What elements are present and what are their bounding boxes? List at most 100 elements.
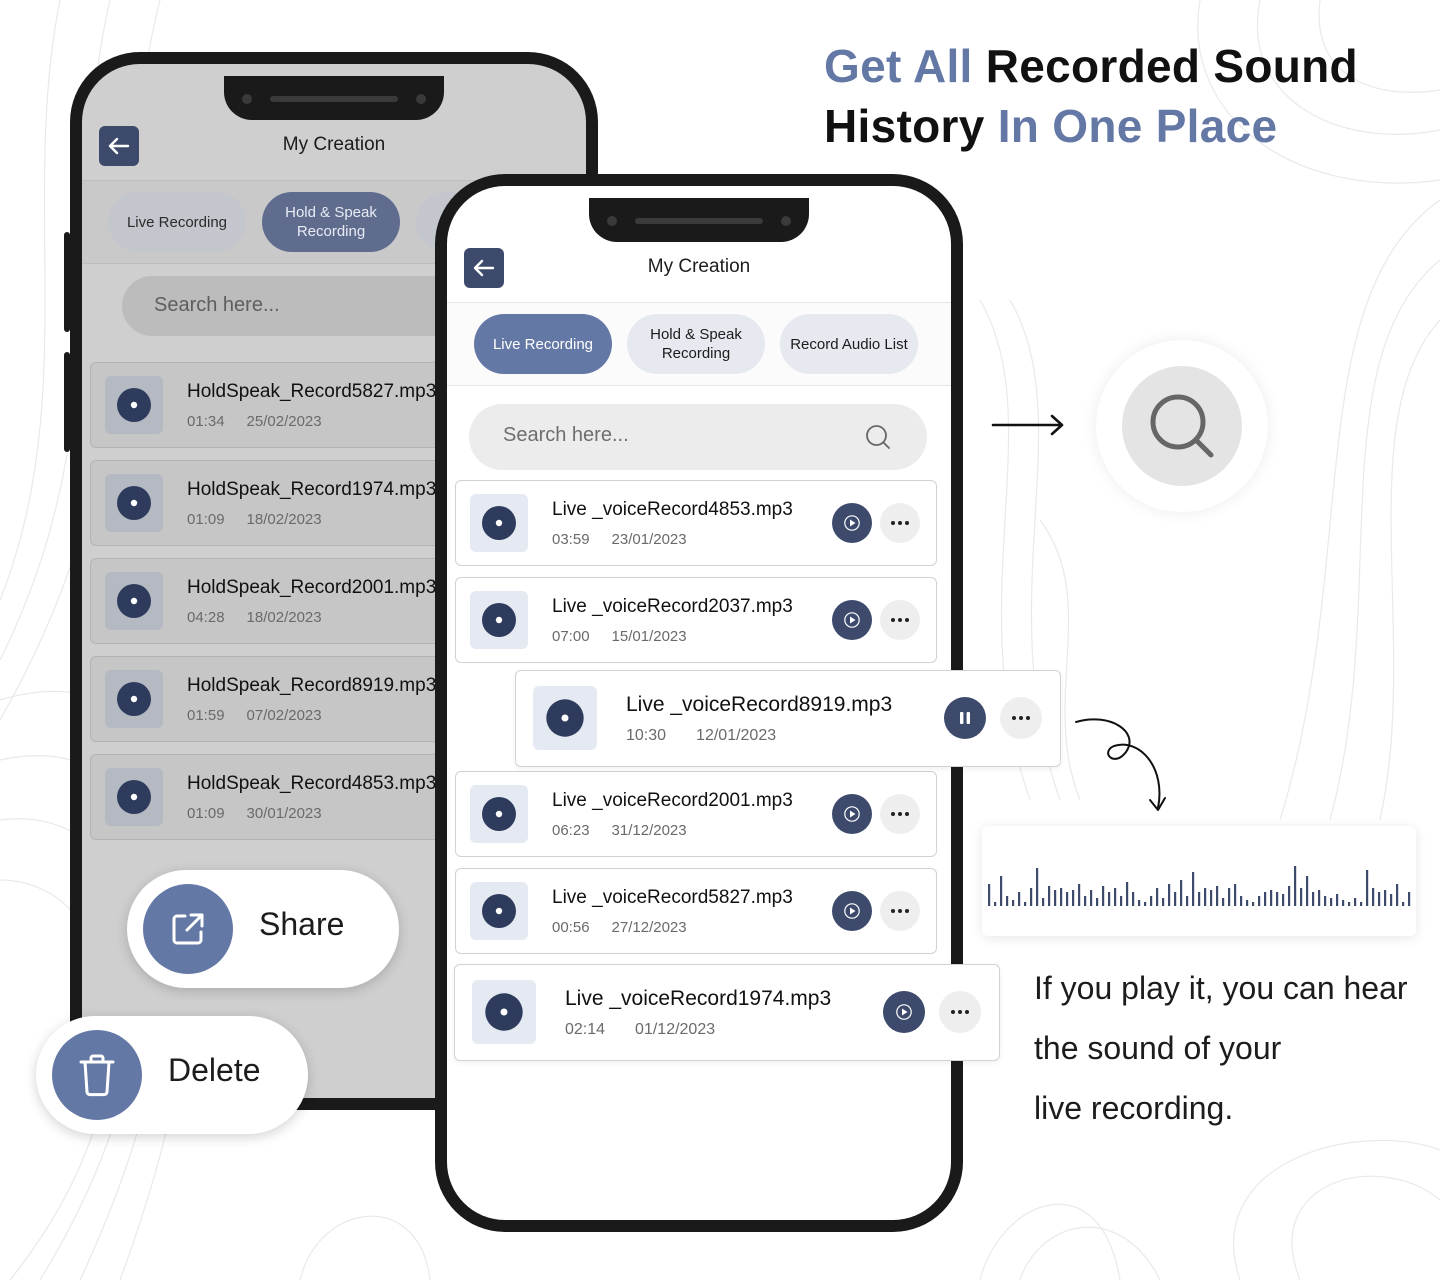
list-item[interactable]: Live _voiceRecord2001.mp3 06:23 31/12/202… <box>455 771 937 857</box>
item-name: Live _voiceRecord2001.mp3 <box>552 790 793 811</box>
more-dots-icon <box>891 618 909 622</box>
play-icon <box>844 903 860 919</box>
waveform-bar <box>1222 898 1225 906</box>
item-date: 07/02/2023 <box>246 707 322 724</box>
item-duration: 02:14 <box>565 1021 606 1038</box>
waveform-bar <box>1240 896 1243 906</box>
item-name: HoldSpeak_Record4853.mp3 <box>187 773 437 794</box>
record-disc-icon <box>105 376 163 434</box>
record-disc-icon <box>470 591 528 649</box>
waveform-bar <box>1252 902 1255 906</box>
item-duration: 00:56 <box>552 919 590 936</box>
waveform-bar <box>1138 900 1141 906</box>
app-header: My Creation <box>447 240 951 304</box>
phone-side-button <box>64 232 70 332</box>
more-options-button[interactable] <box>939 991 981 1033</box>
item-duration: 01:09 <box>187 511 225 528</box>
waveform-bar <box>1108 892 1111 906</box>
delete-label: Delete <box>168 1052 261 1088</box>
more-options-button[interactable] <box>880 794 920 834</box>
tab-live-recording[interactable]: Live Recording <box>108 192 246 252</box>
waveform-bar <box>1054 890 1057 906</box>
more-dots-icon <box>951 1010 969 1014</box>
app-header: My Creation <box>82 118 586 182</box>
search-icon <box>1150 394 1214 458</box>
item-name: HoldSpeak_Record1974.mp3 <box>187 479 437 500</box>
search-input[interactable]: Search here... <box>469 404 927 470</box>
play-button[interactable] <box>883 991 925 1033</box>
waveform-bar <box>1006 896 1009 906</box>
search-icon[interactable] <box>865 424 891 450</box>
headline-text-1: Recorded Sound <box>985 40 1358 92</box>
waveform-bar <box>1156 888 1159 906</box>
item-name: Live _voiceRecord2037.mp3 <box>552 596 793 617</box>
waveform-bar <box>994 902 997 906</box>
pause-button[interactable] <box>944 697 986 739</box>
waveform-bar <box>1144 902 1147 906</box>
tab-hold-speak-recording[interactable]: Hold & Speak Recording <box>627 314 765 374</box>
item-name: HoldSpeak_Record5827.mp3 <box>187 381 437 402</box>
waveform-bar <box>1036 868 1039 906</box>
back-button[interactable] <box>99 126 139 166</box>
waveform-bar <box>1324 896 1327 906</box>
headline-accent-1: Get All <box>824 40 973 92</box>
tab-record-audio-list[interactable]: Record Audio List <box>780 314 918 374</box>
more-options-button[interactable] <box>880 891 920 931</box>
waveform-bar <box>1066 892 1069 906</box>
more-options-button[interactable] <box>880 503 920 543</box>
waveform-bar <box>1372 888 1375 906</box>
waveform-bar <box>1042 898 1045 906</box>
record-disc-icon <box>105 474 163 532</box>
app-title: My Creation <box>647 256 751 277</box>
arrow-left-icon <box>108 137 130 155</box>
waveform-bar <box>1408 892 1411 906</box>
share-label: Share <box>259 906 345 942</box>
waveform-bar <box>1132 892 1135 906</box>
waveform-bar <box>1192 872 1195 906</box>
waveform-bar <box>1114 888 1117 906</box>
delete-button[interactable]: Delete <box>36 1016 308 1134</box>
tab-live-recording[interactable]: Live Recording <box>474 314 612 374</box>
waveform-bar <box>1258 896 1261 906</box>
waveform-bar <box>1150 896 1153 906</box>
share-button[interactable]: Share <box>127 870 399 988</box>
waveform-bar <box>1090 890 1093 906</box>
waveform-bar <box>1084 896 1087 906</box>
more-options-button[interactable] <box>880 600 920 640</box>
waveform-bar <box>1264 892 1267 906</box>
more-options-button[interactable] <box>1000 697 1042 739</box>
waveform-bar <box>1228 888 1231 906</box>
item-duration: 03:59 <box>552 531 590 548</box>
play-button[interactable] <box>832 794 872 834</box>
back-button[interactable] <box>464 248 504 288</box>
play-icon <box>844 612 860 628</box>
caption: If you play it, you can hear the sound o… <box>1034 958 1434 1138</box>
item-name: Live _voiceRecord4853.mp3 <box>552 499 793 520</box>
waveform-bar <box>1354 898 1357 906</box>
arrow-left-icon <box>473 259 495 277</box>
waveform-bar <box>1300 888 1303 906</box>
tab-hold-speak-recording[interactable]: Hold & Speak Recording <box>262 192 400 252</box>
waveform-bar <box>1012 900 1015 906</box>
play-button[interactable] <box>832 600 872 640</box>
item-duration: 06:23 <box>552 822 590 839</box>
item-name: HoldSpeak_Record8919.mp3 <box>187 675 437 696</box>
item-duration: 10:30 <box>626 727 667 744</box>
play-button[interactable] <box>832 503 872 543</box>
headline-accent-2: In One Place <box>997 100 1278 152</box>
waveform-bar <box>1030 888 1033 906</box>
waveform-bar <box>1024 902 1027 906</box>
record-disc-icon <box>105 768 163 826</box>
waveform-bar <box>1378 892 1381 906</box>
item-date: 31/12/2023 <box>611 822 687 839</box>
play-button[interactable] <box>832 891 872 931</box>
